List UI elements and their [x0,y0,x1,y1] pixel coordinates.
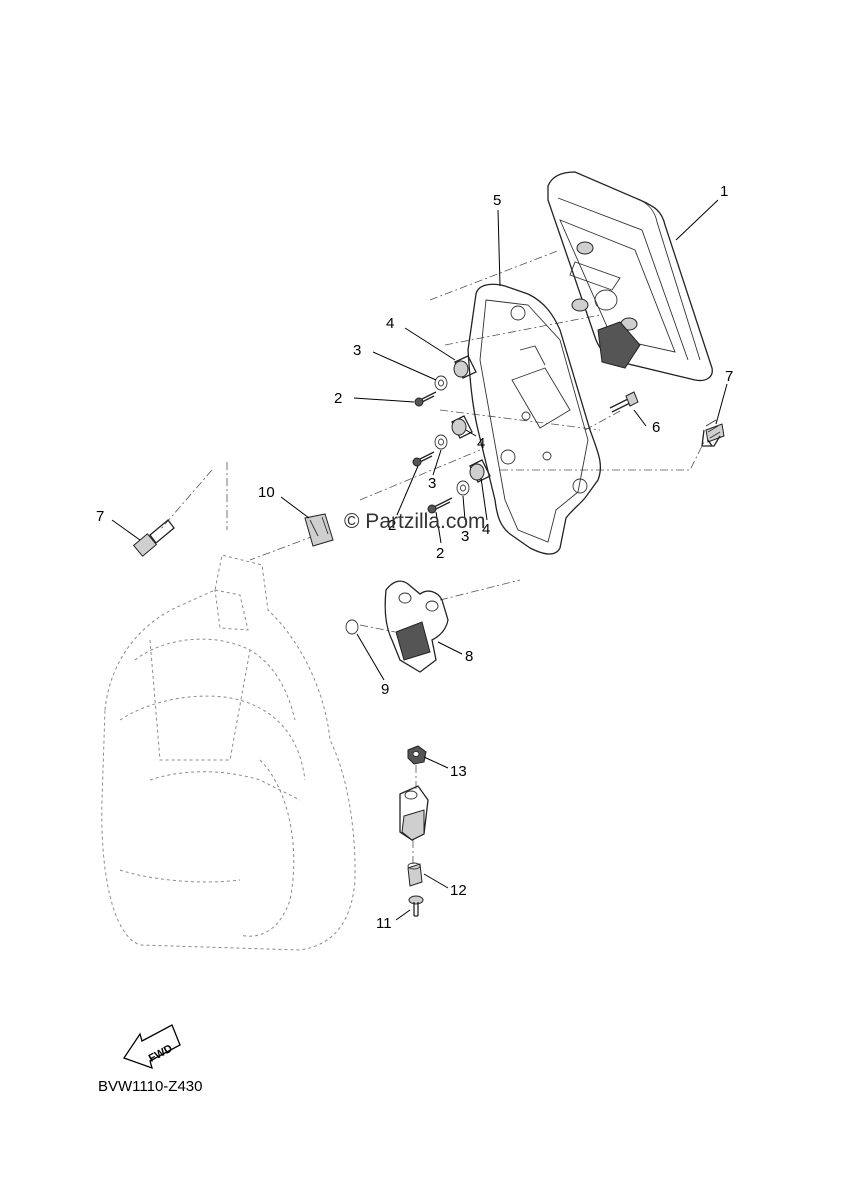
callout-9: 9 [381,681,389,698]
drawing-code: BVW1110-Z430 [98,1078,203,1095]
callout-4-middle: 4 [477,435,485,452]
callout-5: 5 [493,192,501,209]
callout-7-right: 7 [725,368,733,385]
callout-13: 13 [450,763,467,780]
callout-2-middle: 2 [388,517,396,534]
callout-12: 12 [450,882,467,899]
callout-2-upper: 2 [334,390,342,407]
callout-11: 11 [376,915,392,932]
watermark: © Partzilla.com [344,510,486,533]
part-13-nut [407,745,427,765]
part-11-screw [408,895,424,917]
callout-7-left: 7 [96,508,104,525]
callout-1: 1 [720,183,728,200]
vehicle-body-ghost-outline [101,554,356,951]
fwd-arrow-icon: FWD [122,1024,181,1070]
part-9-grommet [345,619,359,635]
callout-6: 6 [652,419,660,436]
callout-4-upper: 4 [386,315,394,332]
part-7-bolt-right [701,419,725,447]
callout-8: 8 [465,648,473,665]
callout-3-lower: 3 [461,528,469,545]
callout-labels: 1 5 4 3 2 7 6 4 3 2 2 3 4 10 7 8 9 13 12… [96,183,733,932]
fastener-group-middle [412,415,473,467]
leader-lines [111,199,728,921]
fastener-group-lower [427,459,491,514]
part-10-clip-nut [304,513,334,547]
part-6-screw [609,391,639,413]
fastener-group-upper [414,355,477,407]
part-1-meter-assembly [547,171,713,382]
callout-10: 10 [258,484,275,501]
callout-3-upper: 3 [353,342,361,359]
part-7-bolt-left [132,519,175,557]
part-holder [399,785,429,841]
part-8-lock-bracket [384,580,449,673]
part-12-collar [407,862,423,887]
callout-4-lower: 4 [482,521,490,538]
callout-2-lower: 2 [436,545,444,562]
callout-3-middle: 3 [428,475,436,492]
part-5-bracket-panel [467,283,602,555]
